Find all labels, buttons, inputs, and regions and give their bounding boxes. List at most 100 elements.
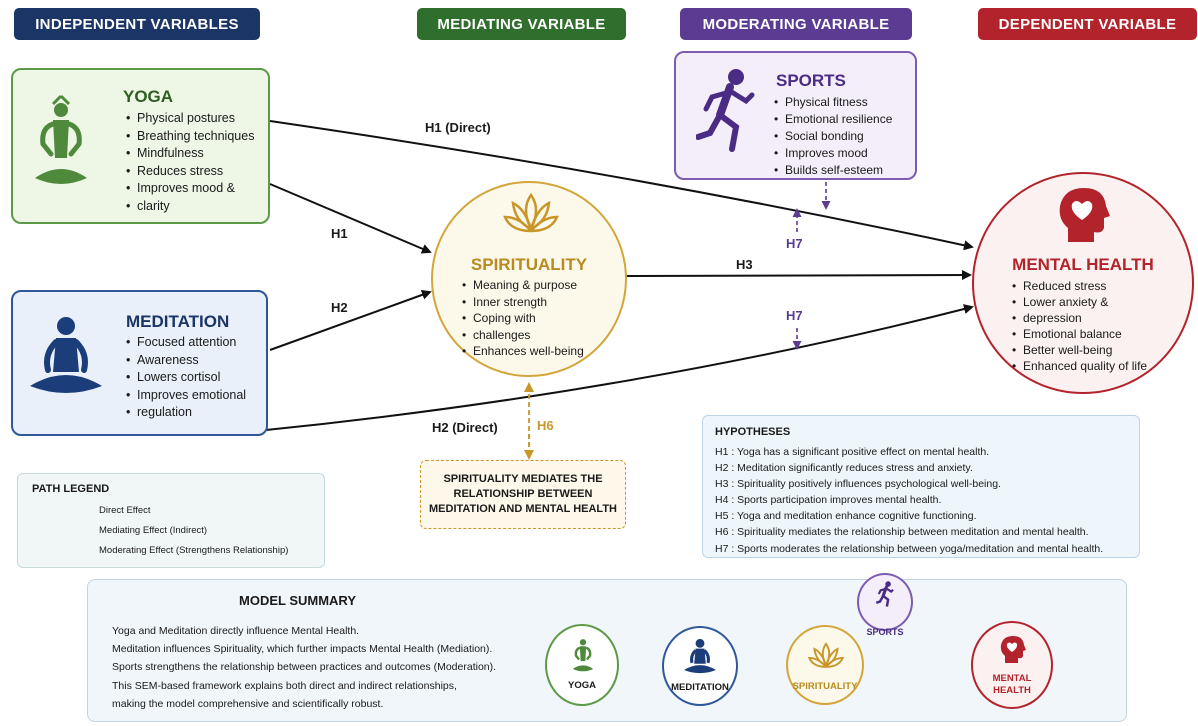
list-item: Meaning & purpose <box>462 277 584 294</box>
list-item: Improves emotional <box>126 387 246 405</box>
mediation-note-box: SPIRITUALITY MEDIATES THE RELATIONSHIP B… <box>420 460 626 529</box>
mental-health-list: Reduced stress Lower anxiety & depressio… <box>1012 278 1147 374</box>
meditation-title: MEDITATION <box>126 312 230 331</box>
legend-direct-label: Direct Effect <box>99 505 151 516</box>
summary-line: Sports strengthens the relationship betw… <box>112 661 497 674</box>
hypotheses-list: H1 : Yoga has a significant positive eff… <box>715 444 1103 557</box>
mental-health-node: MENTAL HEALTH Reduced stress Lower anxie… <box>972 172 1194 394</box>
flow-label-meditation: MEDITATION <box>671 682 729 693</box>
hypothesis-item: H6 : Spirituality mediates the relations… <box>715 526 1089 539</box>
meditation-card: MEDITATION Focused attention Awareness L… <box>11 290 268 436</box>
arrow-h3 <box>624 270 972 281</box>
flow-label-mental-line2: HEALTH <box>993 685 1031 696</box>
flow-node-meditation: MEDITATION <box>662 626 738 706</box>
flow-node-yoga: YOGA <box>545 624 619 706</box>
list-item: challenges <box>462 327 584 344</box>
list-item: Enhanced quality of life <box>1012 358 1147 374</box>
lotus-icon <box>503 192 559 233</box>
yoga-title: YOGA <box>123 87 174 106</box>
lotus-icon <box>808 642 844 668</box>
meditation-pose-icon <box>30 317 102 393</box>
summary-line: Yoga and Meditation directly influence M… <box>112 625 360 637</box>
flow-label-mental-line1: MENTAL <box>992 673 1032 684</box>
flow-node-sports: SPORTS <box>857 573 913 637</box>
head-heart-icon <box>1059 188 1110 242</box>
list-item: Physical postures <box>126 110 254 128</box>
path-label-h7-bottom: H7 <box>786 308 803 323</box>
legend-mediating-label: Mediating Effect (Indirect) <box>99 525 208 536</box>
path-label-h1: H1 <box>331 226 348 241</box>
list-item: Better well-being <box>1012 342 1147 358</box>
flow-label-sports: SPORTS <box>866 627 904 637</box>
head-heart-icon <box>1000 636 1026 663</box>
mediation-note-line: SPIRITUALITY MEDIATES THE <box>443 473 603 485</box>
path-label-h1-direct: H1 (Direct) <box>425 120 491 135</box>
flow-label-yoga: YOGA <box>568 680 596 691</box>
flow-node-spirituality: SPIRITUALITY <box>786 625 864 705</box>
flow-label-spirituality: SPIRITUALITY <box>792 681 858 692</box>
list-item: Breathing techniques <box>126 128 254 146</box>
hypothesis-item: H4 : Sports participation improves menta… <box>715 494 942 507</box>
list-item: Coping with <box>462 310 584 327</box>
flow-node-mental-health: MENTAL HEALTH <box>971 621 1053 709</box>
list-item: Focused attention <box>126 334 246 352</box>
meditation-list: Focused attention Awareness Lowers corti… <box>126 334 246 422</box>
hypothesis-item: H1 : Yoga has a significant positive eff… <box>715 446 990 458</box>
list-item: Reduced stress <box>1012 278 1147 294</box>
legend-moderating-label: Moderating Effect (Strengthens Relations… <box>99 545 289 556</box>
mediation-note-line: RELATIONSHIP BETWEEN <box>453 488 593 500</box>
summary-title: MODEL SUMMARY <box>239 593 356 608</box>
sports-title: SPORTS <box>776 71 846 90</box>
list-item: Mindfulness <box>126 145 254 163</box>
arrow-h2-direct <box>265 304 974 431</box>
yoga-list: Physical postures Breathing techniques M… <box>126 110 254 215</box>
sports-card: SPORTS Physical fitness Emotional resili… <box>674 51 917 180</box>
mediation-note-line: MEDITATION AND MENTAL HEALTH <box>429 503 617 515</box>
list-item: Emotional resilience <box>774 111 892 128</box>
path-legend: PATH LEGEND Direct Effect Mediating Effe… <box>17 473 325 568</box>
yoga-pose-icon <box>35 94 87 184</box>
hypotheses-box: HYPOTHESES H1 : Yoga has a significant p… <box>702 415 1140 558</box>
list-item: Awareness <box>126 352 246 370</box>
list-item: Improves mood <box>774 145 892 162</box>
list-item: depression <box>1012 310 1147 326</box>
list-item: regulation <box>126 404 246 422</box>
list-item: Improves mood & <box>126 180 254 198</box>
list-item: Social bonding <box>774 128 892 145</box>
hypothesis-item: H2 : Meditation significantly reduces st… <box>715 462 973 475</box>
path-label-h7-top: H7 <box>786 236 803 251</box>
list-item: Builds self-esteem <box>774 162 892 179</box>
runner-icon <box>696 69 755 152</box>
hypotheses-title: HYPOTHESES <box>715 426 791 438</box>
arrow-h2 <box>269 290 432 351</box>
spirituality-node: SPIRITUALITY Meaning & purpose Inner str… <box>431 181 627 377</box>
sports-list: Physical fitness Emotional resilience So… <box>774 94 892 179</box>
path-label-h6: H6 <box>537 418 554 433</box>
header-independent-variables: INDEPENDENT VARIABLES <box>14 8 260 40</box>
path-label-h2-direct: H2 (Direct) <box>432 420 498 435</box>
list-item: Lower anxiety & <box>1012 294 1147 310</box>
yoga-card: YOGA Physical postures Breathing techniq… <box>11 68 270 224</box>
spirituality-list: Meaning & purpose Inner strength Coping … <box>462 277 584 360</box>
hypothesis-item: H7 : Sports moderates the relationship b… <box>715 542 1104 555</box>
mental-health-title: MENTAL HEALTH <box>1012 255 1154 274</box>
arrow-h1-direct <box>269 120 974 251</box>
header-dependent-variable: DEPENDENT VARIABLE <box>978 8 1197 40</box>
meditation-pose-icon <box>684 638 716 674</box>
hypothesis-item: H3 : Spirituality positively influences … <box>715 478 1001 491</box>
path-label-h3: H3 <box>736 257 753 272</box>
list-item: Emotional balance <box>1012 326 1147 342</box>
list-item: Reduces stress <box>126 163 254 181</box>
summary-line: making the model comprehensive and scien… <box>112 697 384 710</box>
spirituality-title: SPIRITUALITY <box>470 255 588 274</box>
summary-line: This SEM-based framework explains both d… <box>112 679 457 692</box>
header-moderating-variable: MODERATING VARIABLE <box>680 8 912 40</box>
arrow-h1 <box>269 183 432 254</box>
path-label-h2: H2 <box>331 300 348 315</box>
summary-text: Yoga and Meditation directly influence M… <box>112 622 496 713</box>
list-item: Lowers cortisol <box>126 369 246 387</box>
list-item: Inner strength <box>462 294 584 311</box>
summary-line: Meditation influences Spirituality, whic… <box>112 643 493 656</box>
legend-title: PATH LEGEND <box>32 483 110 495</box>
yoga-pose-icon <box>572 639 594 672</box>
